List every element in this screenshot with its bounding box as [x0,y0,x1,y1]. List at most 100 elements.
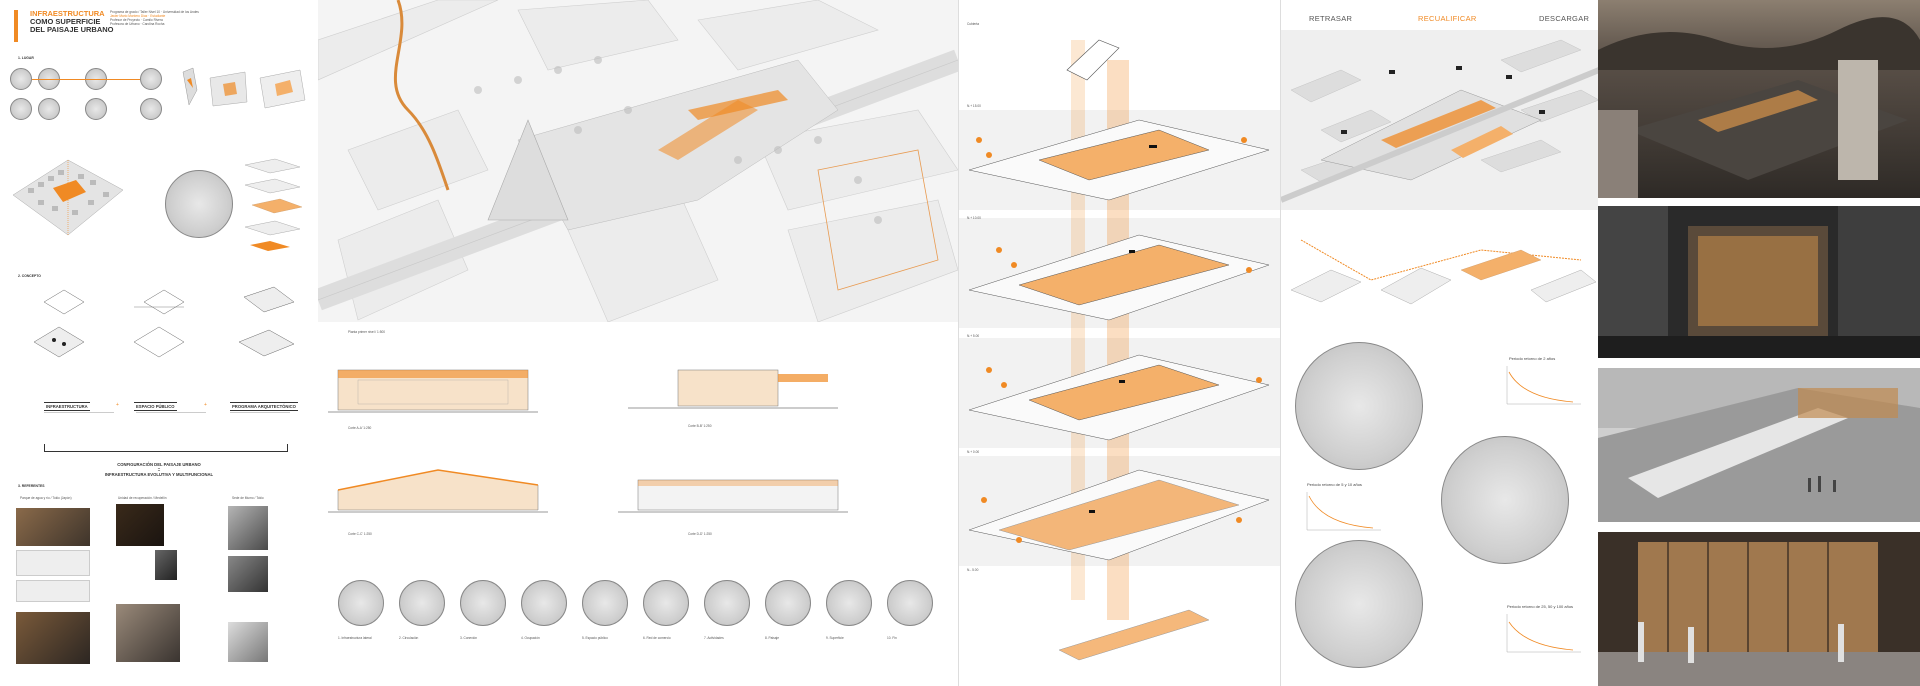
render-interior-2 [1598,532,1920,686]
hydrograph-2 [1306,492,1381,531]
heading-recualificar: RECUALIFICAR [1418,14,1477,23]
site-circle [38,98,60,120]
chart-title: Periodo retorno de 5 y 10 años [1307,482,1362,487]
level-label: Cubierta [967,22,980,26]
render-interior-1 [1598,206,1920,358]
diagram-caption: 8. Paisaje [765,636,779,640]
diagram-caption: 1. Infraestructura lateral [338,636,372,640]
diagram-circle [643,580,689,626]
reference-title: Unidad de recuperación / Medellín [118,496,167,500]
diagram-circle [460,580,506,626]
diagram-caption: 6. Red de comercio [643,636,671,640]
diagram-caption: 10. Fin [887,636,897,640]
section-lugar: 1. LUGAR [18,56,34,60]
exploded-axonometric [959,39,1280,686]
section-label: Corte B-B' 1:250 [688,424,712,428]
hydrograph-1 [1506,366,1581,405]
site-axonometric [12,159,124,236]
concept-diagrams [33,286,295,358]
diagram-circle [826,580,872,626]
config-line: = [157,467,161,472]
callout-marker [1456,66,1462,70]
project-meta: Programa de grado / Taller Nivel 10 · Un… [110,10,199,26]
chart-title: Periodo retorno de 25, 50 y 100 años [1507,604,1574,609]
site-circle [10,68,32,90]
diagram-circle [338,580,384,626]
location-maps [182,67,306,109]
site-circle [140,98,162,120]
layer-diagrams [244,158,303,251]
meta-line: Javier Mario Montero Díaz · Estudiante [110,14,166,18]
keyword-espacio: ESPACIO PÚBLICO [134,402,177,411]
panel-context: INFRAESTRUCTURA COMO SUPERFICIE DEL PAIS… [0,0,318,686]
diagram-caption: 4. Ocupación [521,636,540,640]
diagram-circle [765,580,811,626]
diagram-caption: 3. Conexión [460,636,478,640]
config-text: CONFIGURACIÓN DEL PAISAJE URBANO = INFRA… [0,462,318,477]
reference-diagram [16,550,90,576]
section-concepto: 2. CONCEPTO [18,274,41,278]
hydrograph-3 [1506,614,1581,653]
project-title: INFRAESTRUCTURA COMO SUPERFICIE DEL PAIS… [30,10,114,34]
meta-line: Programa de grado / Taller Nivel 10 · Un… [110,10,199,14]
diagram-circle [399,580,445,626]
keyword-plus: + [116,402,119,408]
section-label: Corte D-D' 1:250 [688,532,712,536]
panel-renders [1598,0,1920,686]
site-zoom-circle [165,170,233,238]
accent-bar [14,10,18,42]
config-line: CONFIGURACIÓN DEL PAISAJE URBANO [117,462,201,467]
diagram-caption: 5. Espacio público [582,636,608,640]
panel-water-strategy: RETRASAR RECUALIFICAR DESCARGAR Periodo … [1280,0,1598,686]
diagram-caption: 2. Circulación [399,636,419,640]
detail-circle [1295,540,1423,668]
meta-line: Profesor de Proyecto · Camilo Rivera [110,18,163,22]
site-plan [318,0,958,322]
diagram-caption: 9. Superficie [826,636,844,640]
site-circle [85,98,107,120]
chart-title: Periodo retorno de 2 años [1509,356,1556,361]
level-label: N.+ 0.00 [967,450,980,454]
render-exterior-ramp [1598,368,1920,522]
timeline-line [32,79,140,80]
title-line-3: DEL PAISAJE URBANO [30,25,114,34]
callout-marker [1341,130,1347,134]
reference-photo [116,504,164,546]
aerial-axonometric [1281,30,1598,210]
plan-caption: Planta primer nivel / 1:500 [348,330,386,334]
keyword-lists [44,412,290,452]
site-circle [10,98,32,120]
diagram-circle [887,580,933,626]
detail-circle [1295,342,1423,470]
level-label: N.+ 10.00 [967,216,981,220]
reference-photo [228,506,268,550]
heading-retrasar: RETRASAR [1309,14,1353,23]
section-label: Corte C-C' 1:250 [348,532,372,536]
site-circle [140,68,162,90]
callout-marker [1389,70,1395,74]
reference-title: Sede de Mumo / Tokio [232,496,264,500]
keyword-infraestructura: INFRAESTRUCTURA [44,402,90,411]
section-label: Corte A-A' 1:250 [348,426,372,430]
diagram-circle [704,580,750,626]
callout-marker [1506,75,1512,79]
heading-descargar: DESCARGAR [1539,14,1590,23]
reference-photo [228,556,268,592]
panel-plan-sections: Planta primer nivel / 1:500 Corte A-A' 1… [318,0,958,686]
section-referentes: 3. REFERENTES [18,484,45,488]
level-label: N.- 5.00 [967,568,979,572]
reference-photo [116,604,180,662]
detail-circle [1441,436,1569,564]
panel-exploded-axon: Cubierta N.+ 15.00 N.+ 10.00 N.+ 5.00 N.… [958,0,1280,686]
reference-photo [228,622,268,662]
meta-line: Profesora de Urbano · Carolina Rocha [110,22,165,26]
config-line: INFRAESTRUCTURA EVOLUTIVA Y MULTIFUNCION… [104,472,214,477]
keyword-programa: PROGRAMA ARQUITECTÓNICO [230,402,298,411]
diagram-circle [582,580,628,626]
bracket [44,444,288,452]
reference-title: Parque de agua y río / Tokio (Japón) [20,496,72,500]
diagram-circle [521,580,567,626]
title-line-2: COMO SUPERFICIE [30,17,101,26]
title-line-1: INFRAESTRUCTURA [30,9,105,18]
reference-photo [16,508,90,546]
